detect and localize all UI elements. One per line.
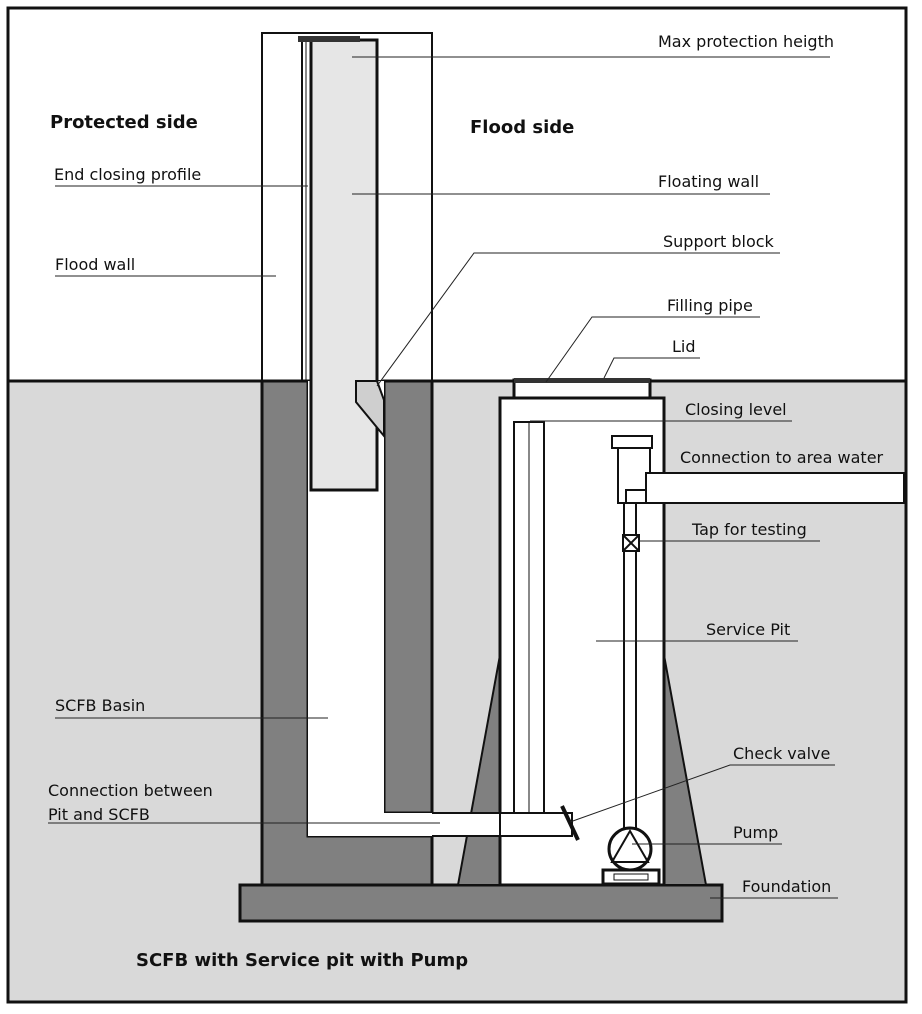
label-protected-side: Protected side [50,112,198,133]
pump-triangle [610,829,650,863]
scfb-basin-interior [308,381,432,836]
label-flood-wall: Flood wall [55,255,135,274]
area-water-pipe [645,472,905,504]
label-service-pit: Service Pit [706,620,790,639]
label-connection-between-line1: Connection between [48,781,213,800]
label-end-closing-profile: End closing profile [54,165,201,184]
label-flood-side: Flood side [470,117,574,138]
label-scfb-basin: SCFB Basin [55,696,145,715]
pump [607,826,653,872]
leader-lid [603,357,700,379]
area-water-pipe-mask [663,474,667,502]
label-lid: Lid [672,337,696,356]
label-foundation: Foundation [742,877,831,896]
label-support-block: Support block [663,232,775,251]
support-block [355,380,385,439]
label-max-protection-height: Max protection heigth [658,32,834,51]
lid-top [514,378,650,383]
leader-filling-pipe [545,316,760,383]
leader-check-valve [569,764,835,823]
diagram-caption: SCFB with Service pit with Pump [136,950,468,971]
label-connection-to-area-water: Connection to area water [680,448,884,467]
label-filling-pipe: Filling pipe [667,296,753,315]
label-check-valve: Check valve [733,744,830,763]
label-floating-wall: Floating wall [658,172,759,191]
floating-wall [309,38,379,492]
check-valve [560,805,580,841]
area-water-housing [617,447,651,504]
label-closing-level: Closing level [685,400,787,419]
label-tap-for-testing: Tap for testing [691,520,807,539]
connection-pipe [432,813,500,836]
area-water-cap [611,435,653,449]
basin-right-wall [382,379,434,815]
test-tap-cross2 [622,534,640,552]
pump-pipe-bend [625,489,646,503]
connection-pipe-in-pit [499,812,573,837]
floating-wall-cap [298,36,360,42]
label-connection-between-line2: Pit and SCFB [48,805,150,824]
leader-support-block [376,252,780,387]
pump-base-inner [613,873,649,881]
sky-area [8,8,906,382]
foundation-slab [238,883,724,923]
diagram-frame [6,6,908,1004]
label-pump: Pump [733,823,778,842]
